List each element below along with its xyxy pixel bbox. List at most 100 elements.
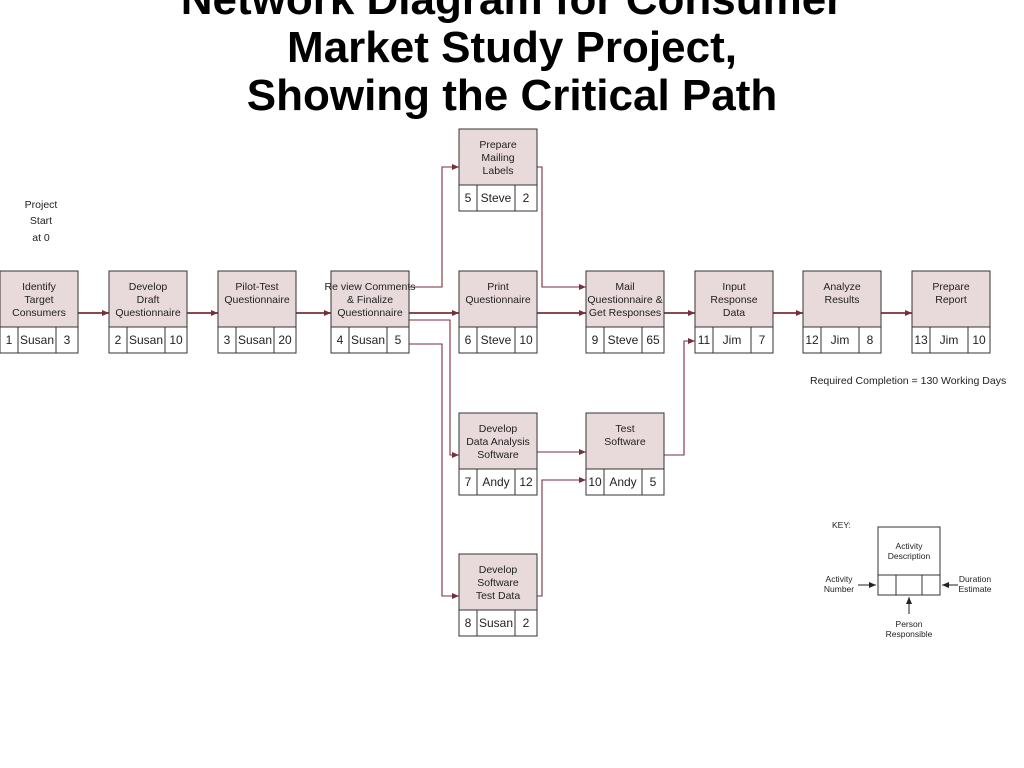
activity-number: 7 [465,475,472,489]
key-person-responsible: Person [896,619,923,629]
activity-info-row [108,326,188,354]
activity-person: Susan [20,333,54,347]
title-line-3: Showing the Critical Path [246,71,778,120]
activity-number: 8 [465,616,472,630]
activity-description: Labels [483,165,514,177]
key-activity-number: Activity [826,574,854,584]
key-duration-estimate: Duration [959,574,991,584]
activity-description: Questionnaire & [587,294,662,306]
activity-duration: 2 [523,616,530,630]
activity-info-row [458,609,538,637]
activity-number: 3 [224,333,231,347]
activity-description: Pilot-Test [235,281,278,293]
activity-description: Report [935,294,967,306]
activity-description: Get Responses [589,307,661,319]
activity-description: Questionnaire [337,307,403,319]
activity-number: 4 [337,333,344,347]
activity-number: 2 [115,333,122,347]
activity-description: Develop [479,423,518,435]
activity-info-row [458,326,538,354]
activity-person: Jim [723,333,742,347]
activity-description: Print [487,281,509,293]
activity-description: Identify [22,281,57,293]
key-person-responsible: Responsible [886,629,933,639]
activity-description: Input [722,281,745,293]
activity-person: Susan [129,333,163,347]
project-start-line: at 0 [32,232,50,244]
activity-person: Steve [481,191,512,205]
activity-person: Andy [609,475,636,489]
required-completion-note: Required Completion = 130 Working Days [810,375,1006,387]
activity-info-row [585,326,665,354]
activity-duration: 10 [169,333,183,347]
activity-description: & Finalize [347,294,393,306]
activity-person: Jim [831,333,850,347]
activity-description: Data [723,307,745,319]
activity-description: Prepare [479,139,517,151]
activity-description: Questionnaire [224,294,290,306]
title-line-2: Market Study Project, [287,23,737,72]
activity-info-row [911,326,991,354]
activity-person: Jim [940,333,959,347]
dependency-arrow-a10-a11 [664,338,695,456]
activity-duration: 10 [519,333,533,347]
activity-description: Questionnaire [115,307,181,319]
activity-description: Target [24,294,53,306]
activity-info-row [330,326,410,354]
activity-info-row [694,326,774,354]
activity-description: Software [477,449,519,461]
activity-person: Susan [479,616,513,630]
activity-number: 1 [6,333,13,347]
activity-info-row [585,468,665,496]
activity-description: Re view Comments [324,281,415,293]
activity-number: 5 [465,191,472,205]
activity-duration: 8 [867,333,874,347]
activity-number: 13 [914,333,928,347]
activity-number: 11 [698,333,711,347]
activity-description: Test [615,423,634,435]
activity-description: Software [604,436,646,448]
dependency-arrow-a5-a9 [537,166,586,290]
dependency-arrow-a4-a5 [409,164,459,288]
activity-description: Analyze [823,281,861,293]
legend-key: KEY: Activity Description Activity Numbe… [824,520,992,639]
activity-description: Test Data [476,590,521,602]
activity-person: Steve [608,333,639,347]
activity-description: Software [477,577,519,589]
activity-duration: 20 [278,333,292,347]
activity-person: Steve [481,333,512,347]
activity-description: Questionnaire [465,294,531,306]
key-activity-number: Number [824,584,854,594]
key-label: KEY: [832,520,851,530]
dependency-arrow-a4-a8 [409,343,459,599]
project-start-line: Start [30,215,52,227]
key-duration-estimate: Estimate [958,584,991,594]
activity-duration: 7 [759,333,766,347]
activity-description: Draft [137,294,160,306]
activity-duration: 65 [646,333,660,347]
activity-number: 9 [592,333,599,347]
activity-duration: 2 [523,191,530,205]
activity-duration: 5 [650,475,657,489]
key-box [877,526,941,596]
activity-person: Susan [351,333,385,347]
activity-description: Develop [129,281,168,293]
dependency-arrow-a8-a10 [537,477,586,597]
activity-duration: 3 [64,333,71,347]
activity-number: 12 [805,333,819,347]
activity-info-row [458,468,538,496]
activity-info-row [217,326,297,354]
